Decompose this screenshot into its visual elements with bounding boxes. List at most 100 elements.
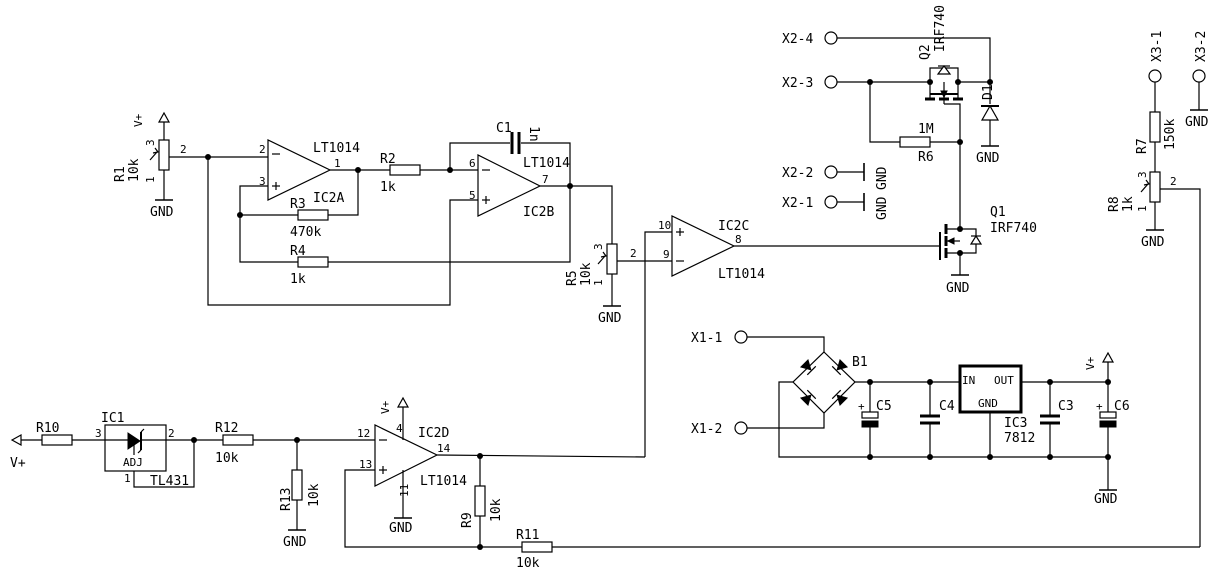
r7-value: 150k <box>1163 119 1178 150</box>
gnd-symbol-ic2d: GND <box>389 517 413 536</box>
ic2b-pin-neg: 6 <box>469 157 476 170</box>
capacitor-c6: + C6 <box>1096 372 1130 490</box>
potentiometer-r5: R5 10k 1 3 2 <box>565 243 672 306</box>
r10-ref: R10 <box>36 421 59 436</box>
opamp-ic2a: 2 3 1 LT1014 IC2A <box>259 139 360 206</box>
x2-3-label: X2-3 <box>782 76 813 91</box>
vplus-symbol-ps: V+ <box>1084 351 1115 372</box>
connector-x2-3[interactable]: X2-3 <box>782 75 838 91</box>
x2-2-label: X2-2 <box>782 166 813 181</box>
ic2d-pin-vcc: 4 <box>396 422 403 435</box>
gnd-label: GND <box>1141 235 1165 250</box>
gnd-label: GND <box>875 196 890 220</box>
ic1-pin-k: 2 <box>168 427 175 440</box>
resistor-r9: R9 10k <box>460 485 504 528</box>
gnd-label: GND <box>1094 492 1118 507</box>
opamp-ic2c: 10 9 8 IC2C LT1014 <box>658 215 765 282</box>
q1-ref: Q1 <box>990 205 1006 220</box>
gnd-symbol-r1: GND <box>150 199 174 220</box>
gnd-label: GND <box>946 281 970 296</box>
connector-x2-4[interactable]: X2-4 <box>782 31 838 47</box>
r5-pin2: 2 <box>630 247 637 260</box>
gnd-symbol-d1: GND <box>976 145 1000 166</box>
ic3-part: 7812 <box>1004 431 1035 446</box>
r5-ref: R5 <box>565 270 580 286</box>
bridge-rectifier-b1: B1 <box>792 351 868 414</box>
capacitor-c1: C1 1n <box>496 121 541 154</box>
vplus-label: V+ <box>1084 356 1097 370</box>
r1-pin2: 2 <box>180 143 187 156</box>
ic3-in: IN <box>962 374 975 387</box>
q2-part: IRF740 <box>933 5 948 52</box>
vplus-label: V+ <box>10 456 26 471</box>
resistor-r10: R10 <box>36 421 73 446</box>
c1-value: 1n <box>526 126 541 142</box>
ic1-part: TL431 <box>150 474 189 489</box>
r5-pin3: 3 <box>592 243 605 250</box>
ic2a-pin-neg: 2 <box>259 143 266 156</box>
resistor-r2: R2 1k <box>380 152 421 195</box>
resistor-r12: R12 10k <box>215 421 254 466</box>
ic2c-ref: IC2C <box>718 219 749 234</box>
regulator-ic3: IN OUT GND IC3 7812 <box>958 364 1035 446</box>
gnd-symbol-x3: GND <box>1185 109 1209 130</box>
c4-ref: C4 <box>939 399 955 414</box>
r12-value: 10k <box>215 451 239 466</box>
ic2b-pin-out: 7 <box>542 173 549 186</box>
opamp-ic2b: 6 5 7 LT1014 IC2B <box>469 154 570 220</box>
vplus-symbol-ic2d: V+ <box>379 396 410 414</box>
gnd-symbol-r5: GND <box>598 305 622 326</box>
ic2a-pin-pos: 3 <box>259 175 266 188</box>
connector-x2-1[interactable]: X2-1 <box>782 195 838 211</box>
capacitor-c5: + C5 <box>858 382 892 457</box>
gnd-symbol-ps: GND <box>1094 489 1118 507</box>
r2-value: 1k <box>380 180 396 195</box>
c6-ref: C6 <box>1114 399 1130 414</box>
r5-pin1: 1 <box>592 279 605 286</box>
r4-value: 1k <box>290 272 306 287</box>
ic2d-pin-neg: 12 <box>357 427 370 440</box>
ic2b-ref: IC2B <box>523 205 554 220</box>
x1-1-label: X1-1 <box>691 331 722 346</box>
connector-x3-1[interactable]: X3-1 <box>1148 31 1165 83</box>
connector-x2-2[interactable]: X2-2 <box>782 165 838 181</box>
ic2a-ref: IC2A <box>313 191 344 206</box>
ic2c-part: LT1014 <box>718 267 765 282</box>
shunt-regulator-ic1: IC1 3 2 ADJ 1 TL431 <box>95 411 189 489</box>
b1-ref: B1 <box>852 355 868 370</box>
connector-x3-2[interactable]: X3-2 <box>1192 31 1209 83</box>
vplus-label: V+ <box>379 400 392 414</box>
resistor-r11: R11 10k <box>516 528 553 571</box>
c3-ref: C3 <box>1058 399 1074 414</box>
connector-x1-1[interactable]: X1-1 <box>691 330 748 346</box>
connector-x1-2[interactable]: X1-2 <box>691 421 748 437</box>
diode-d1: D1 <box>980 84 1000 146</box>
resistor-r4: R4 1k <box>290 244 329 287</box>
capacitor-c3: C3 <box>1040 382 1074 457</box>
ic1-pin-a: 3 <box>95 427 102 440</box>
r8-pin2: 2 <box>1170 175 1177 188</box>
r9-value: 10k <box>489 498 504 522</box>
r6-ref: R6 <box>918 150 934 165</box>
gnd-label: GND <box>976 151 1000 166</box>
r2-ref: R2 <box>380 152 396 167</box>
ic2a-part: LT1014 <box>313 141 360 156</box>
x3-2-label: X3-2 <box>1194 31 1209 62</box>
x3-1-label: X3-1 <box>1150 31 1165 62</box>
ic2a-pin-out: 1 <box>334 157 341 170</box>
gnd-label: GND <box>389 521 413 536</box>
ic2d-part: LT1014 <box>420 474 467 489</box>
c1-ref: C1 <box>496 121 512 136</box>
resistor-r6: 1M R6 <box>899 122 934 165</box>
r8-ref: R8 <box>1107 196 1122 212</box>
capacitor-c4: C4 <box>920 382 955 457</box>
ic1-pin-adj: 1 <box>124 472 131 485</box>
ic2c-pin-out: 8 <box>735 233 742 246</box>
r6-value: 1M <box>918 122 934 137</box>
gnd-label: GND <box>875 166 890 190</box>
x1-2-label: X1-2 <box>691 422 722 437</box>
gnd-label: GND <box>598 311 622 326</box>
mosfet-q2: Q2 IRF740 <box>918 5 993 104</box>
ic2c-pin-neg: 9 <box>663 248 670 261</box>
